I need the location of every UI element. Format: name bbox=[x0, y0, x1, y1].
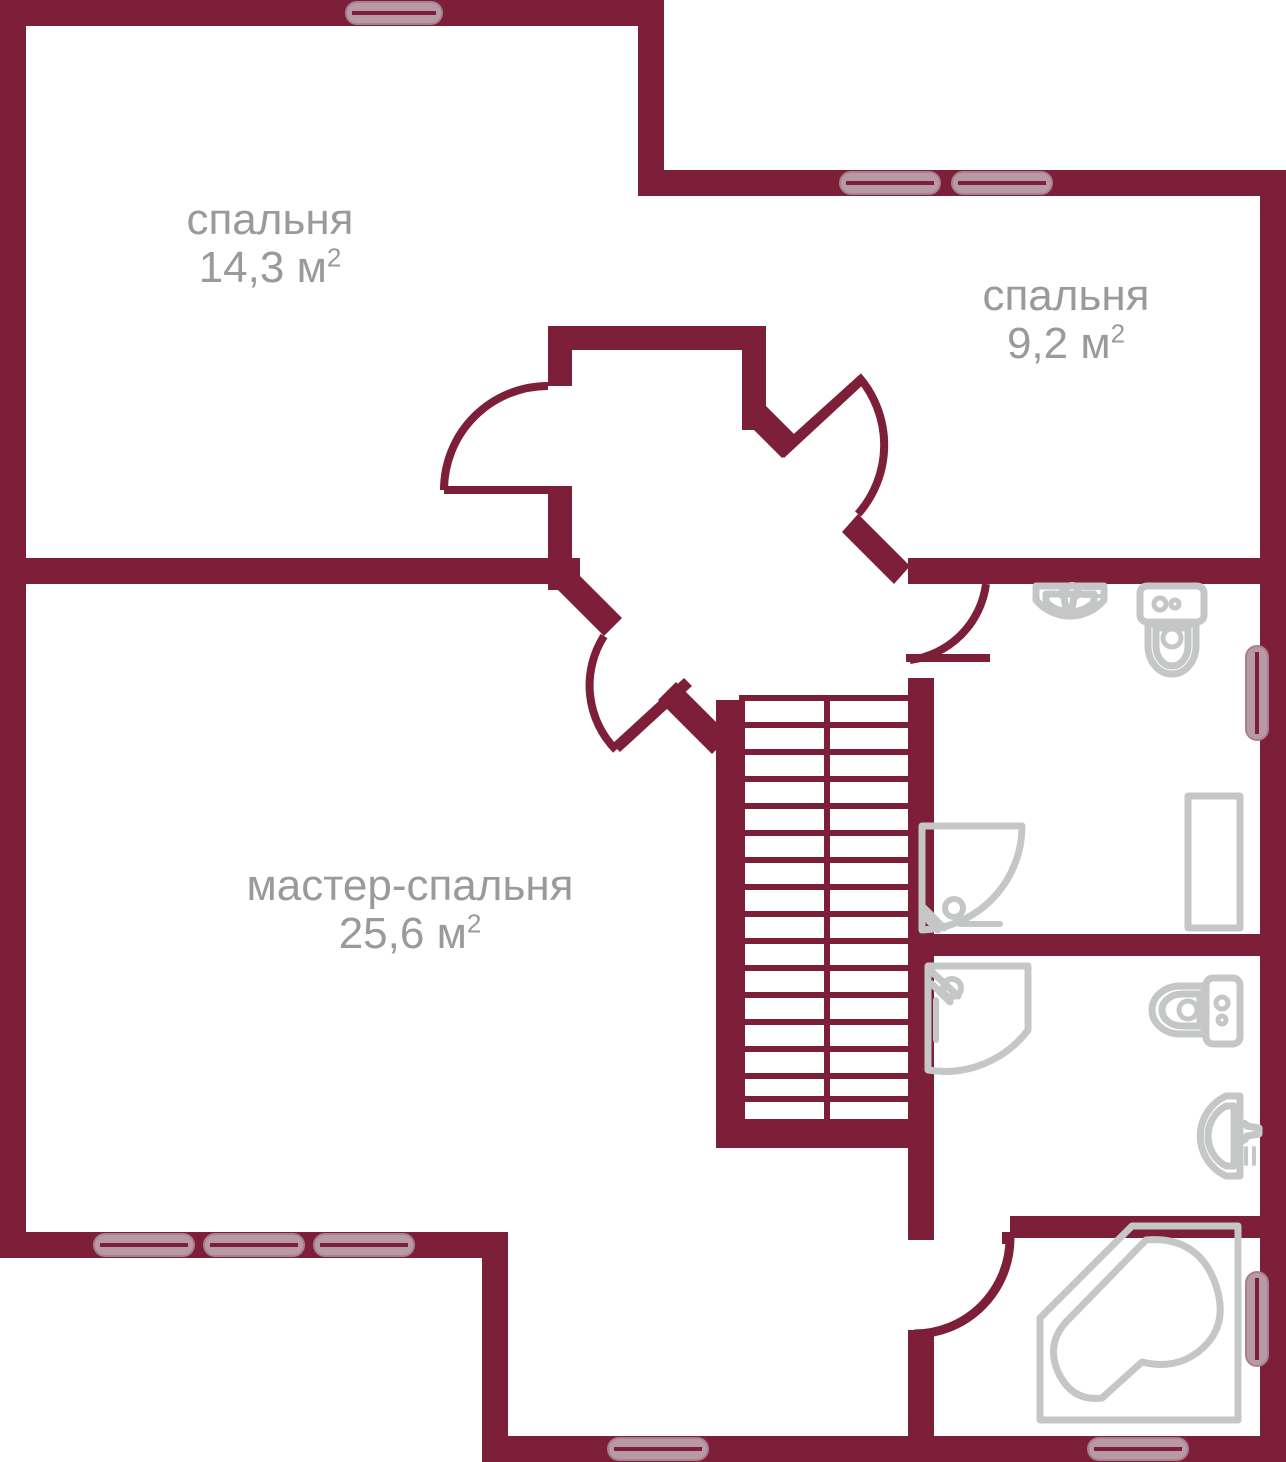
hall-jamb-sw bbox=[552, 566, 622, 636]
door-arc-bedroom2 bbox=[855, 373, 889, 517]
door-sill-lower-bath bbox=[1002, 1232, 1012, 1244]
wall-stairs-left bbox=[716, 700, 742, 1140]
wall-bath-divider-1 bbox=[908, 934, 1286, 956]
hall-wall-left-upper bbox=[548, 326, 572, 386]
door-sill-bedroom1 bbox=[444, 486, 572, 494]
wall-step-vertical bbox=[638, 0, 664, 196]
staircase bbox=[739, 695, 915, 1125]
door-arc-lower-bath bbox=[913, 1237, 1015, 1339]
shower-upper bbox=[918, 822, 1026, 934]
toilet-lower bbox=[1148, 974, 1244, 1048]
sink-lower bbox=[1196, 1092, 1263, 1180]
door-leaf-bedroom2 bbox=[776, 376, 866, 458]
sink-upper bbox=[1032, 581, 1108, 620]
window-top-right bbox=[839, 171, 1053, 195]
door-sill-bathroom bbox=[906, 654, 990, 662]
cabinet-tall bbox=[1184, 792, 1244, 932]
window-bottom-mid bbox=[607, 1437, 709, 1461]
door-leaf-master bbox=[612, 678, 692, 752]
windows-layer bbox=[93, 1, 1269, 1461]
window-bottom-right bbox=[1087, 1437, 1189, 1461]
hall-wall-top bbox=[548, 326, 766, 350]
hall-jamb-e bbox=[842, 514, 910, 584]
window-top-left bbox=[345, 1, 443, 25]
door-arc-bedroom1 bbox=[440, 382, 549, 491]
wall-left-outer bbox=[0, 0, 26, 1258]
wall-stairs-bottom bbox=[716, 1122, 934, 1148]
window-right-upper bbox=[1245, 645, 1269, 741]
wall-stairs-right-lower bbox=[908, 1330, 934, 1436]
bathtub bbox=[1036, 1222, 1242, 1424]
wall-divider-left bbox=[0, 558, 580, 584]
window-bottom-left bbox=[93, 1233, 415, 1257]
wall-top-left bbox=[0, 0, 664, 26]
shower-lower bbox=[924, 962, 1032, 1075]
door-arc-master bbox=[585, 633, 619, 753]
wall-right-outer bbox=[1260, 170, 1286, 1462]
door-arc-bathroom bbox=[909, 583, 990, 664]
toilet-upper bbox=[1136, 582, 1208, 678]
fixtures-layer bbox=[918, 581, 1263, 1424]
wall-bottomleft-vertical bbox=[482, 1232, 508, 1436]
window-right-lower bbox=[1245, 1271, 1269, 1367]
wall-divider-right bbox=[908, 558, 1286, 584]
